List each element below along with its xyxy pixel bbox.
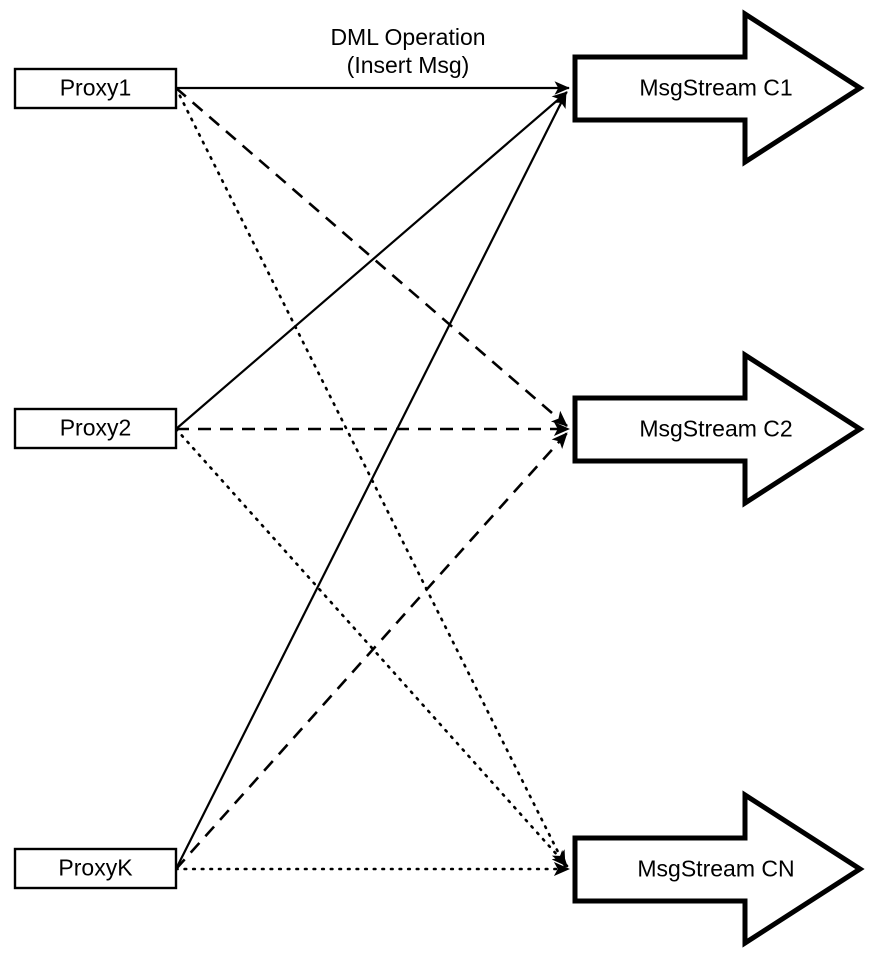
proxy1-label: Proxy1 [60, 75, 132, 101]
stream-cn-label: MsgStream CN [637, 856, 794, 882]
stream-node-cn[interactable]: MsgStream CN [572, 790, 865, 948]
proxy-node-proxy1[interactable]: Proxy1 [13, 67, 178, 110]
proxy1-box[interactable] [13, 67, 178, 110]
stream-node-c1[interactable]: MsgStream C1 [572, 9, 865, 167]
connection-proxyk-to-stream-c2[interactable] [175, 432, 568, 870]
stream-cn-arrow-shape[interactable] [572, 790, 865, 948]
dml-operation-line1: DML Operation [330, 24, 485, 50]
stream-c1-arrow-shape[interactable] [572, 9, 865, 167]
connection-proxy1-to-stream-c2[interactable] [175, 87, 568, 427]
dml-operation-annotation: DML Operation (Insert Msg) [330, 24, 485, 78]
connection-proxy1-to-stream-cn[interactable] [174, 86, 567, 868]
stream-c2-label: MsgStream C2 [639, 416, 792, 442]
proxy-node-proxyk[interactable]: ProxyK [13, 847, 178, 890]
stream-c2-arrow-shape[interactable] [572, 350, 865, 508]
connection-proxyk-to-stream-c1[interactable] [175, 92, 567, 870]
proxyk-box[interactable] [13, 847, 178, 890]
proxyk-label: ProxyK [58, 855, 133, 881]
connection-layer [174, 81, 571, 877]
stream-c1-label: MsgStream C1 [639, 75, 792, 101]
proxy2-label: Proxy2 [60, 415, 132, 441]
proxy2-box[interactable] [13, 407, 178, 450]
connection-proxy2-to-stream-c1[interactable] [175, 91, 568, 430]
stream-node-c2[interactable]: MsgStream C2 [572, 350, 865, 508]
dml-operation-line2: (Insert Msg) [347, 52, 470, 78]
connection-proxy2-to-stream-cn[interactable] [174, 427, 569, 868]
proxy-node-proxy2[interactable]: Proxy2 [13, 407, 178, 450]
